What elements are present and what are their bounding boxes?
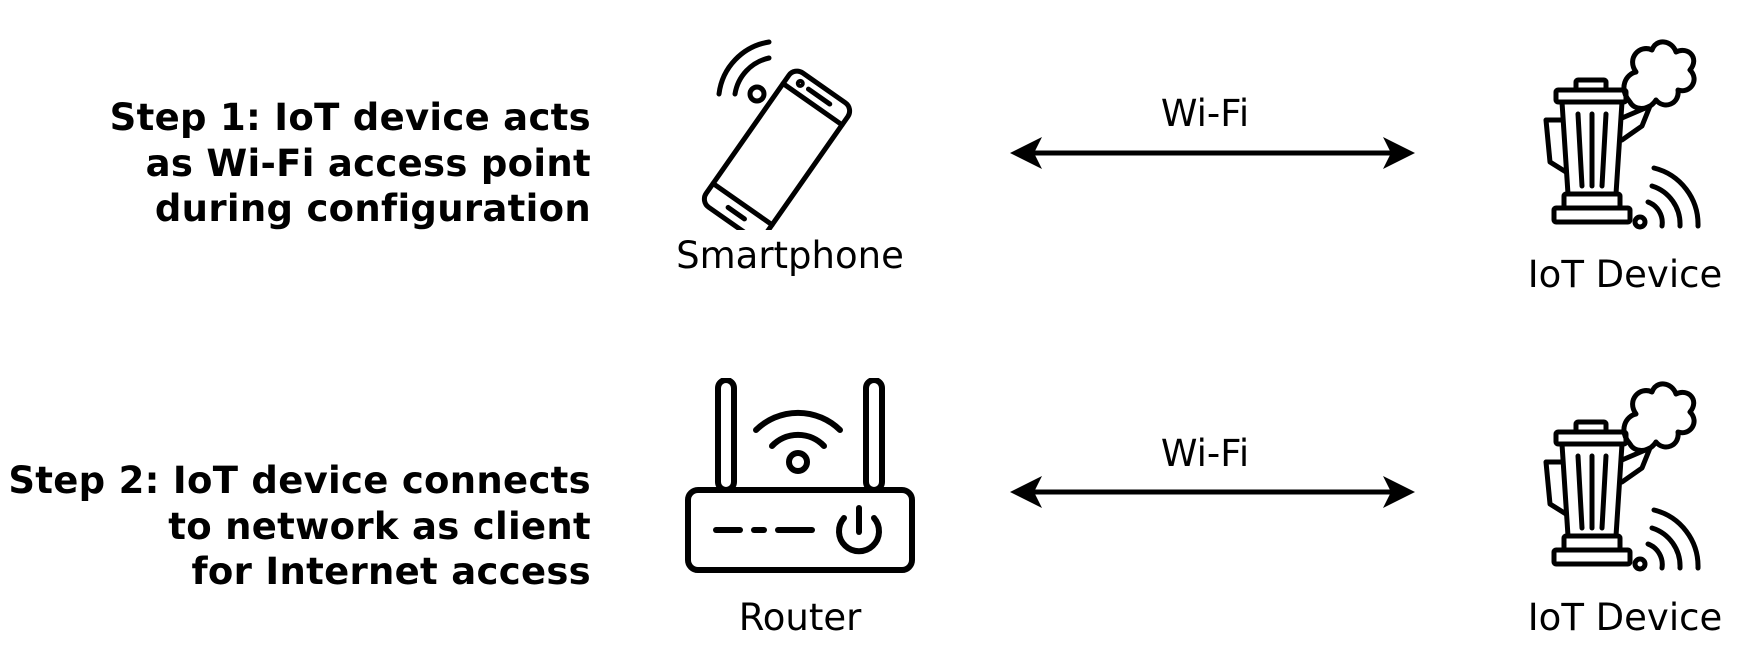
step-1-description: Step 1: IoT device acts as Wi-Fi access … — [0, 95, 591, 232]
step-2-line-1: Step 2: IoT device connects — [8, 459, 591, 502]
wifi-bidirectional-arrow-2 — [1010, 476, 1415, 508]
router-icon — [685, 378, 915, 573]
wifi-bidirectional-arrow-1 — [1010, 137, 1415, 169]
wifi-link-label-1: Wi-Fi — [1160, 92, 1250, 135]
step-1-line-1: Step 1: IoT device acts — [109, 96, 591, 139]
smartphone-label: Smartphone — [676, 234, 904, 277]
step-2-description: Step 2: IoT device connects to network a… — [0, 458, 591, 595]
step-1-line-2: as Wi-Fi access point — [145, 141, 591, 185]
smartphone-icon — [701, 39, 853, 230]
iot-kettle-icon — [1543, 39, 1701, 230]
step-2-line-2: to network as client — [168, 504, 591, 548]
iot-device-label-2: IoT Device — [1527, 596, 1723, 639]
iot-device-label-1: IoT Device — [1527, 253, 1723, 296]
router-label: Router — [738, 596, 862, 639]
wifi-link-label-2: Wi-Fi — [1160, 432, 1250, 475]
step-1-line-3: during configuration — [154, 187, 591, 230]
iot-kettle-icon-2 — [1543, 381, 1701, 572]
step-2-line-3: for Internet access — [191, 550, 591, 593]
